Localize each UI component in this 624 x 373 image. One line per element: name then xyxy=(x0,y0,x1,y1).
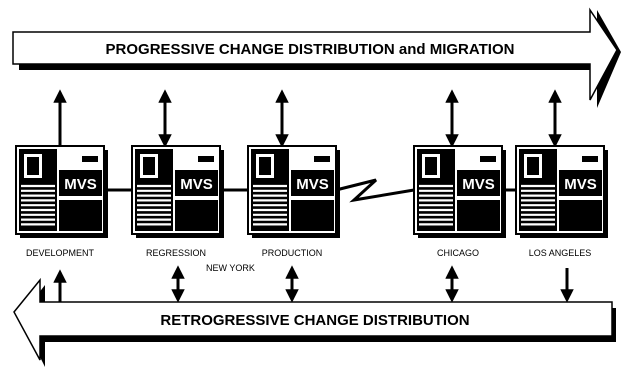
server-production: MVS PRODUCTION xyxy=(247,145,340,258)
server-badge xyxy=(559,170,602,196)
server-screen-inner xyxy=(143,157,155,175)
server-lower-block xyxy=(291,200,334,231)
server-screen-inner xyxy=(27,157,39,175)
server-lower-block xyxy=(59,200,102,231)
bottom-banner-body xyxy=(13,277,613,361)
server-links xyxy=(104,178,516,203)
server-lower-block xyxy=(457,200,500,231)
server-badge xyxy=(457,170,500,196)
bottom-banner-arrow: RETROGRESSIVE CHANGE DISTRIBUTION xyxy=(13,277,616,367)
server-label: PRODUCTION xyxy=(262,248,323,258)
server-drive-bay xyxy=(582,156,598,162)
server-development: MVS DEVELOPMENT xyxy=(15,145,108,258)
server-badge-text: MVS xyxy=(64,176,97,193)
server-badge xyxy=(291,170,334,196)
bottom-banner-text: RETROGRESSIVE CHANGE DISTRIBUTION xyxy=(160,312,469,329)
server-label: CHICAGO xyxy=(437,248,479,258)
server-badge-text: MVS xyxy=(180,176,213,193)
server-drive-bay xyxy=(198,156,214,162)
server-los-angeles: MVS LOS ANGELES xyxy=(515,145,608,258)
server-screen-inner xyxy=(259,157,271,175)
top-banner-text: PROGRESSIVE CHANGE DISTRIBUTION and MIGR… xyxy=(106,41,515,58)
server-lower-block xyxy=(175,200,218,231)
server-label: DEVELOPMENT xyxy=(26,248,95,258)
server-badge xyxy=(175,170,218,196)
server-badge xyxy=(59,170,102,196)
server-label: LOS ANGELES xyxy=(529,248,592,258)
server-lower-block xyxy=(559,200,602,231)
server-badge-text: MVS xyxy=(462,176,495,193)
server-drive-bay xyxy=(480,156,496,162)
server-drive-bay xyxy=(82,156,98,162)
top-banner-body xyxy=(12,7,618,101)
server-drive-bay xyxy=(314,156,330,162)
servers: MVS DEVELOPMENT MVS REGRESSION MVS PRODUCTION… xyxy=(15,145,608,258)
server-badge-text: MVS xyxy=(296,176,329,193)
link-production-chicago-zigzag xyxy=(335,178,415,203)
server-label: REGRESSION xyxy=(146,248,206,258)
top-banner-arrow: PROGRESSIVE CHANGE DISTRIBUTION and MIGR… xyxy=(12,7,621,108)
server-screen-inner xyxy=(527,157,539,175)
server-chicago: MVS CHICAGO xyxy=(413,145,506,258)
flow-arrows xyxy=(53,89,574,303)
group-label-new-york: NEW YORK xyxy=(206,263,255,273)
server-badge-text: MVS xyxy=(564,176,597,193)
server-screen-inner xyxy=(425,157,437,175)
server-regression: MVS REGRESSION xyxy=(131,145,224,258)
